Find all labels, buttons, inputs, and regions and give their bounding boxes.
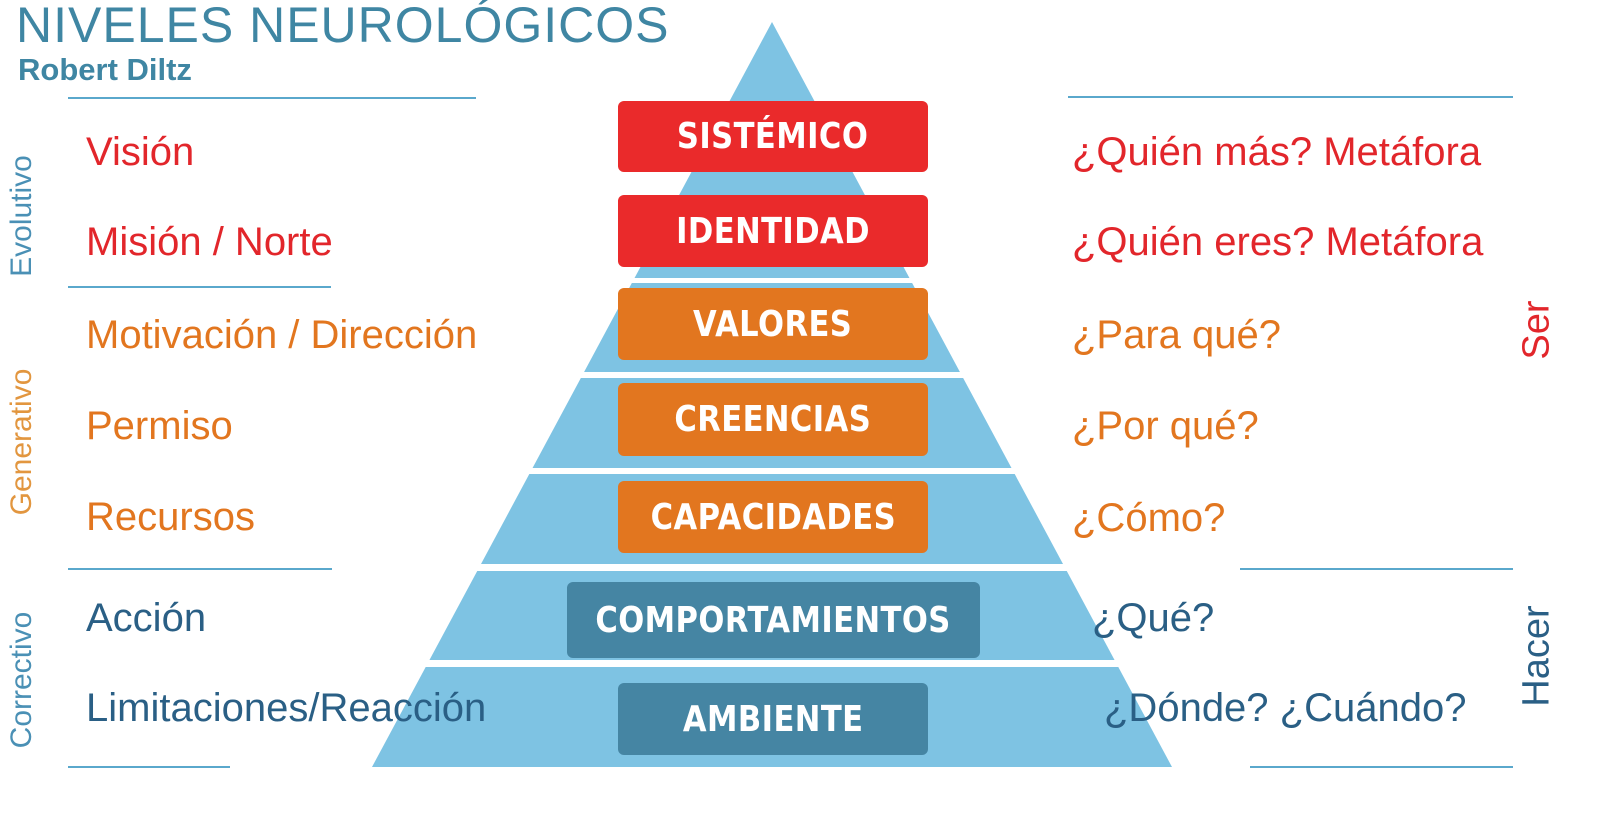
left-label: Permiso	[86, 404, 233, 448]
left-label: Visión	[86, 130, 195, 174]
group-label-evolutivo: Evolutivo	[5, 155, 38, 277]
level-box-comportamientos: COMPORTAMIENTOS	[567, 582, 980, 658]
level-box-creencias: CREENCIAS	[618, 383, 928, 456]
left-label: Limitaciones/Reacción	[86, 686, 487, 730]
level-box-ambiente: AMBIENTE	[618, 683, 928, 755]
level-box-sistemico: SISTÉMICO	[618, 101, 928, 172]
group-label-correctivo: Correctivo	[5, 611, 38, 749]
divider-line	[1240, 568, 1513, 570]
left-label: Acción	[86, 596, 207, 640]
right-question: ¿Qué?	[1092, 596, 1215, 640]
left-label: Motivación / Dirección	[86, 313, 478, 357]
group-label-generativo: Generativo	[5, 368, 38, 516]
right-question: ¿Cómo?	[1072, 496, 1226, 540]
divider-line	[1250, 766, 1513, 768]
right-question: ¿Quién más? Metáfora	[1072, 130, 1482, 174]
level-box-capacidades: CAPACIDADES	[618, 481, 928, 553]
group-label-ser: Ser	[1515, 300, 1558, 360]
right-question: ¿Para qué?	[1072, 313, 1282, 357]
page-title: NIVELES NEUROLÓGICOS	[16, 0, 670, 53]
group-label-hacer: Hacer	[1515, 605, 1558, 707]
divider-line	[68, 97, 476, 99]
pyramid-dividers	[300, 278, 1300, 667]
right-question: ¿Dónde? ¿Cuándo?	[1104, 686, 1467, 730]
right-question: ¿Por qué?	[1072, 404, 1259, 448]
left-label: Recursos	[86, 495, 255, 539]
divider-line	[68, 286, 331, 288]
divider-line	[1068, 96, 1513, 98]
page-subtitle: Robert Diltz	[18, 52, 192, 87]
divider-line	[68, 766, 230, 768]
level-box-valores: VALORES	[618, 288, 928, 360]
divider-line	[68, 568, 332, 570]
level-box-identidad: IDENTIDAD	[618, 195, 928, 267]
left-label: Misión / Norte	[86, 220, 333, 264]
right-question: ¿Quién eres? Metáfora	[1072, 220, 1484, 264]
